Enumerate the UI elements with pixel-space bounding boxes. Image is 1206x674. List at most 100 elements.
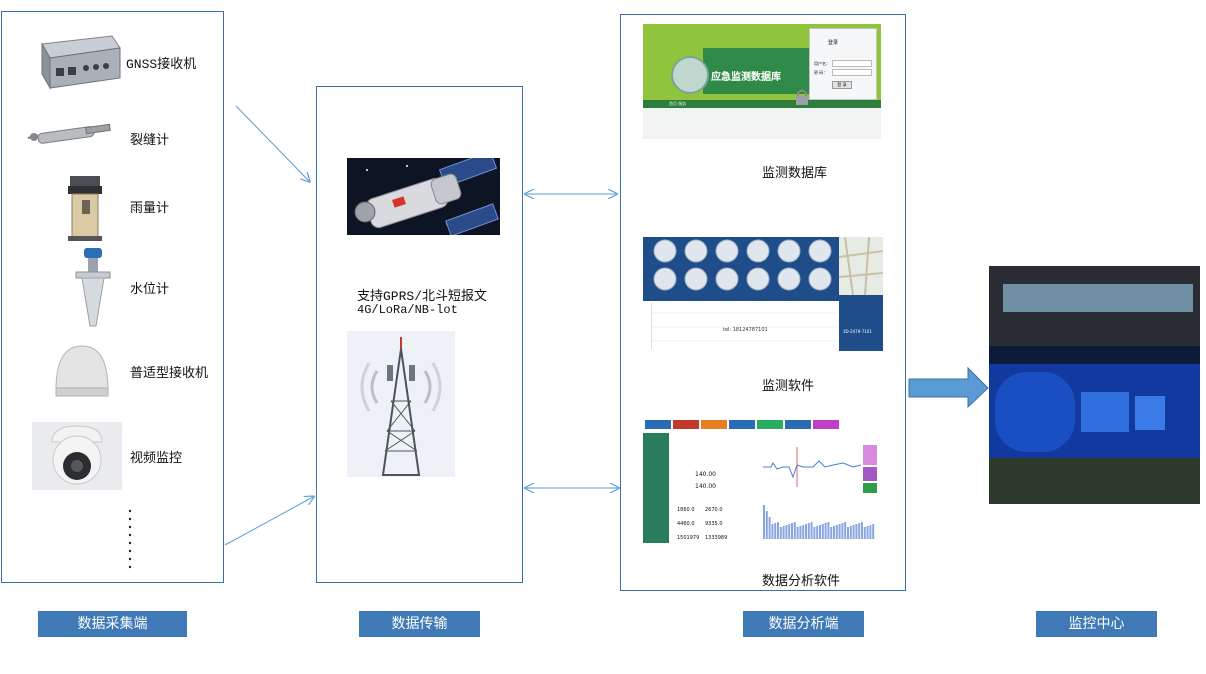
category-collection: 数据采集端 [38,611,187,637]
mini-bar [863,527,866,539]
database-nav-text: 首页 服务 [669,101,687,106]
monitoring-database-screenshot: 应急监测数据库 首页 服务 登录 用户名： 密 码： 登 录 [643,24,881,139]
value-1333989: 1333989 [705,535,728,541]
analysis-label-database: 监测数据库 [762,166,828,181]
value-1501979: 1501979 [677,535,700,541]
mini-bar [785,525,788,539]
transmission-panel: 支持GPRS/北斗短报文 4G/LoRa/NB-lot [316,86,523,583]
login-box: 登录 用户名： 密 码： 登 录 [809,28,877,100]
mini-bar [866,526,869,539]
rain-gauge-icon [60,172,110,242]
mini-bar [771,524,774,539]
mini-bar [869,525,872,539]
analysis-label-data-software: 数据分析软件 [762,574,841,589]
mini-bar [830,527,833,539]
mini-bar [768,517,771,539]
side-buttons [863,445,877,495]
login-password-label: 密 码： [814,70,828,75]
login-username-input[interactable] [832,60,872,67]
water-level-meter-icon [68,246,118,330]
login-title: 登录 [828,40,839,46]
more-devices-ellipsis [127,509,133,569]
mini-bar [852,525,855,539]
database-nav-bar [643,100,881,108]
mini-bar [821,524,824,539]
analysis-label-software: 监测软件 [762,379,815,394]
mini-bar [858,523,861,539]
universal-receiver-icon [52,340,112,400]
mini-bar [791,523,793,539]
mini-bar [799,526,802,539]
value-9335: 9335.0 [705,521,723,527]
category-transmission: 数据传输 [359,611,480,637]
category-monitor: 监控中心 [1036,611,1157,637]
analysis-panel: 应急监测数据库 首页 服务 登录 用户名： 密 码： 登 录 监测数据库 [620,14,906,591]
side-info-text: 3D-2479-7101 [843,329,872,334]
mini-bar [849,526,852,539]
mini-bar [793,522,796,539]
value-4460: 4460.0 [677,521,695,527]
mini-bar [788,524,791,539]
mini-bar [861,522,863,539]
mini-bar [827,522,830,539]
side-info-panel: 3D-2479-7101 [839,295,883,351]
data-analysis-screenshot: 140.00 140.00 1860.0 2670.0 4460.0 9335.… [643,419,879,543]
mini-bar [765,511,768,539]
mini-bar [802,525,805,539]
device-label-water-level: 水位计 [130,282,170,297]
collection-panel: GNSS接收机 裂缝计 雨量计 水位计 [1,11,224,583]
device-label-video: 视频监控 [130,451,183,466]
mini-bar [844,522,847,539]
china-map-screen [995,372,1075,452]
mini-bar [779,527,782,539]
mini-bar [796,527,799,539]
mini-bar [841,523,844,539]
mini-bar [819,525,821,539]
login-password-input[interactable] [832,69,872,76]
transmission-text-line1: 支持GPRS/北斗短报文 [357,289,488,304]
mini-bar [777,522,779,539]
map-thumbnail [838,237,883,296]
mini-bar [816,526,819,539]
line-chart-thumb [763,437,862,489]
value-140-a: 140.00 [695,471,716,478]
chart-area [651,303,838,349]
login-button[interactable]: 登 录 [832,81,852,89]
satellite-icon [347,158,500,235]
device-label-universal-receiver: 普适型接收机 [130,366,209,381]
globe-icon [671,56,709,94]
mini-bar [810,522,813,539]
transmission-text-line2: 4G/LoRa/NB-lot [357,303,458,317]
upper-screen-wall [1003,284,1193,312]
mini-bar [835,525,838,539]
mini-bar [805,524,807,539]
crack-meter-icon [24,112,124,162]
mini-bar [774,523,777,539]
value-140-b: 140.00 [695,483,716,490]
category-analysis: 数据分析端 [743,611,864,637]
value-1860: 1860.0 [677,507,695,513]
video-camera-icon [32,422,122,490]
plants-row [989,458,1200,504]
signal-tower-icon [347,331,455,477]
arrow-collection-to-transmission-top [235,105,309,181]
device-label-gnss: GNSS接收机 [126,57,197,72]
device-label-rain-gauge: 雨量计 [130,201,170,216]
mini-bar [824,523,827,539]
device-label-crack-meter: 裂缝计 [130,133,170,148]
monitoring-software-screenshot: tel: 18124787101 3D-2479-7101 [643,237,883,351]
monitoring-phone-text: tel: 18124787101 [723,327,768,333]
arrow-collection-to-transmission-bottom [224,497,313,546]
mini-bar [763,505,765,539]
value-2670: 2670.0 [705,507,723,513]
bar-chart-thumb [763,499,877,539]
database-screen-title: 应急监测数据库 [711,72,781,83]
top-toolbar [643,419,879,431]
mini-bar [782,526,785,539]
mini-bar [847,527,849,539]
mini-bar [813,527,816,539]
arrow-analysis-to-monitor [908,366,989,409]
mini-bar [855,524,858,539]
mini-bar [833,526,835,539]
gnss-receiver-icon [32,30,122,92]
